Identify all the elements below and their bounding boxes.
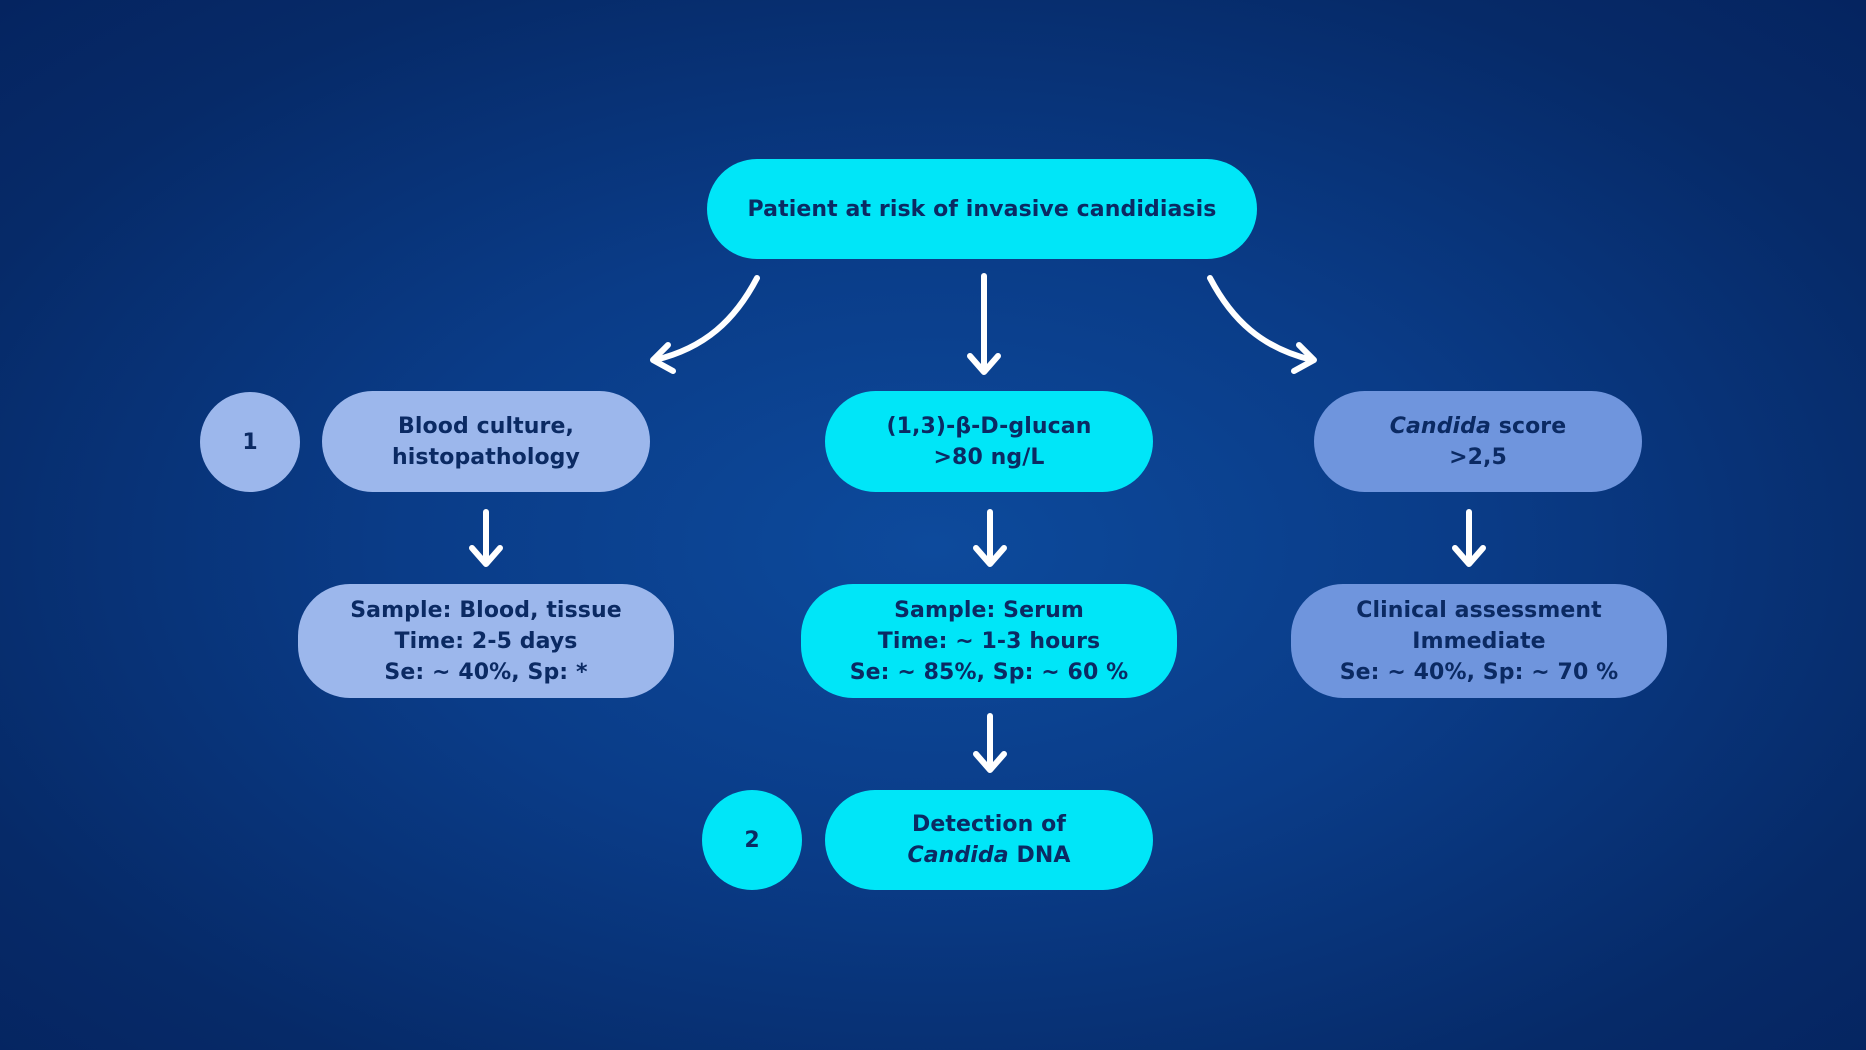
middle-test-box: (1,3)-β-D-glucan >80 ng/L <box>825 391 1153 492</box>
arrow-middle-to-final <box>973 713 1007 773</box>
left-test-line2: histopathology <box>392 444 580 470</box>
arrow-left-down <box>469 509 503 567</box>
arrow-middle-down <box>973 509 1007 567</box>
right-detail-line1: Clinical assessment <box>1356 597 1602 623</box>
middle-detail-line1: Sample: Serum <box>894 597 1084 623</box>
left-detail-box: Sample: Blood, tissue Time: 2-5 days Se:… <box>298 584 674 698</box>
right-test-box: Candida score >2,5 <box>1314 391 1642 492</box>
final-line1: Detection of <box>911 812 1067 837</box>
middle-test-line2: >80 ng/L <box>933 444 1045 470</box>
badge-1: 1 <box>200 392 300 492</box>
final-italic-text: Candida <box>907 843 1009 868</box>
middle-detail-box: Sample: Serum Time: ~ 1-3 hours Se: ~ 85… <box>801 584 1177 698</box>
arrow-top-to-right <box>1207 275 1317 374</box>
final-rest-text: DNA <box>1008 843 1071 868</box>
right-test-line1: Candida score <box>1390 411 1567 442</box>
middle-test-line1: (1,3)-β-D-glucan <box>886 413 1092 439</box>
left-detail-line2: Time: 2-5 days <box>394 628 578 654</box>
middle-detail-line3: Se: ~ 85%, Sp: ~ 60 % <box>849 659 1129 685</box>
left-detail-line3: Se: ~ 40%, Sp: * <box>384 659 588 685</box>
top-box: Patient at risk of invasive candidiasis <box>707 159 1257 259</box>
badge-2: 2 <box>702 790 802 890</box>
top-box-text: Patient at risk of invasive candidiasis <box>747 196 1217 222</box>
badge-1-label: 1 <box>242 429 258 455</box>
left-test-line1: Blood culture, <box>398 413 574 439</box>
final-box: Detection of Candida DNA <box>825 790 1153 890</box>
final-line2: Candida DNA <box>907 840 1070 871</box>
right-detail-box: Clinical assessment Immediate Se: ~ 40%,… <box>1291 584 1667 698</box>
arrow-top-to-left <box>650 275 760 374</box>
right-detail-line2: Immediate <box>1412 628 1546 654</box>
arrow-right-down <box>1452 509 1486 567</box>
badge-2-label: 2 <box>744 827 760 853</box>
arrow-top-to-middle <box>967 273 1001 375</box>
right-test-rest: score <box>1490 413 1567 439</box>
right-detail-line3: Se: ~ 40%, Sp: ~ 70 % <box>1339 659 1619 685</box>
middle-detail-line2: Time: ~ 1-3 hours <box>877 628 1101 654</box>
right-test-line2: >2,5 <box>1449 444 1507 470</box>
left-detail-line1: Sample: Blood, tissue <box>350 597 622 623</box>
right-test-italic: Candida <box>1389 413 1491 439</box>
left-test-box: Blood culture, histopathology <box>322 391 650 492</box>
